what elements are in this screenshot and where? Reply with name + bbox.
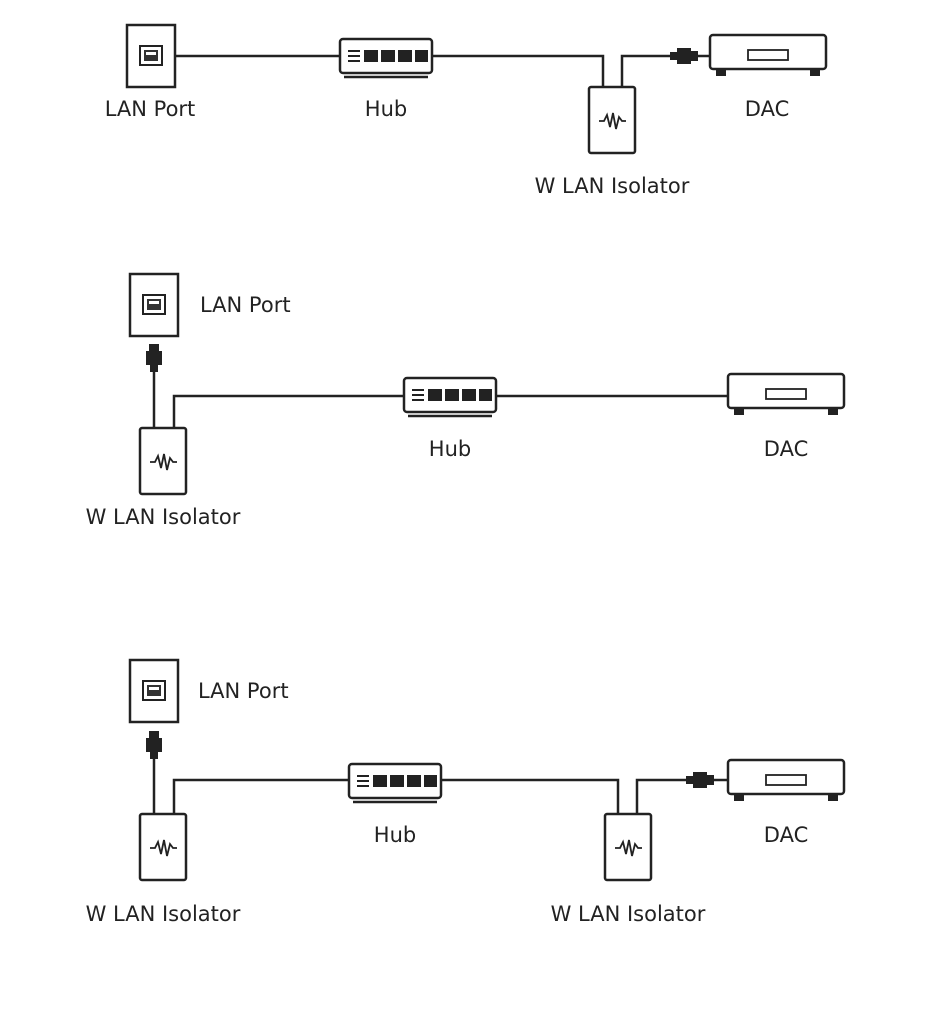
lan-isolator-icon — [587, 85, 637, 155]
diagram-3: LAN Port W LAN Isolator Hub W LAN Isolat… — [86, 658, 846, 926]
cable-isolator-to-hub — [172, 394, 404, 428]
rj45-plug-icon — [146, 731, 162, 759]
rj45-plug-icon — [146, 344, 162, 372]
cable-isolator-to-dac — [635, 778, 686, 814]
cable-isolator-to-hub — [172, 778, 349, 814]
dac-label: DAC — [745, 97, 789, 121]
rj45-plug-icon — [670, 48, 698, 64]
lan-port-label: LAN Port — [105, 97, 196, 121]
dac-label: DAC — [764, 823, 808, 847]
dac-label: DAC — [764, 437, 808, 461]
network-hub-icon — [402, 376, 498, 418]
diagram-2: LAN Port W LAN Isolator Hub DAC — [86, 272, 846, 529]
isolator-label: W LAN Isolator — [535, 174, 690, 198]
dac-icon — [708, 33, 828, 78]
network-hub-icon — [338, 37, 434, 79]
network-hub-icon — [347, 762, 443, 804]
isolator-right-label: W LAN Isolator — [551, 902, 706, 926]
cable-hub-to-isolator — [441, 778, 620, 814]
dac-icon — [726, 758, 846, 803]
diagram-1: LAN Port Hub W LAN Isolator DAC — [105, 23, 828, 198]
ethernet-wall-port-icon — [128, 658, 180, 724]
lan-port-label: LAN Port — [198, 679, 289, 703]
cable-hub-to-isolator — [432, 54, 605, 87]
dac-icon — [726, 372, 846, 417]
lan-isolator-icon — [138, 426, 188, 496]
lan-isolator-icon — [138, 812, 188, 882]
ethernet-wall-port-icon — [128, 272, 180, 338]
isolator-label: W LAN Isolator — [86, 505, 241, 529]
lan-isolator-icon — [603, 812, 653, 882]
cable-isolator-to-dac — [620, 54, 670, 87]
rj45-plug-icon — [686, 772, 714, 788]
hub-label: Hub — [429, 437, 471, 461]
hub-label: Hub — [365, 97, 407, 121]
ethernet-wall-port-icon — [125, 23, 177, 89]
lan-port-label: LAN Port — [200, 293, 291, 317]
hub-label: Hub — [374, 823, 416, 847]
isolator-left-label: W LAN Isolator — [86, 902, 241, 926]
